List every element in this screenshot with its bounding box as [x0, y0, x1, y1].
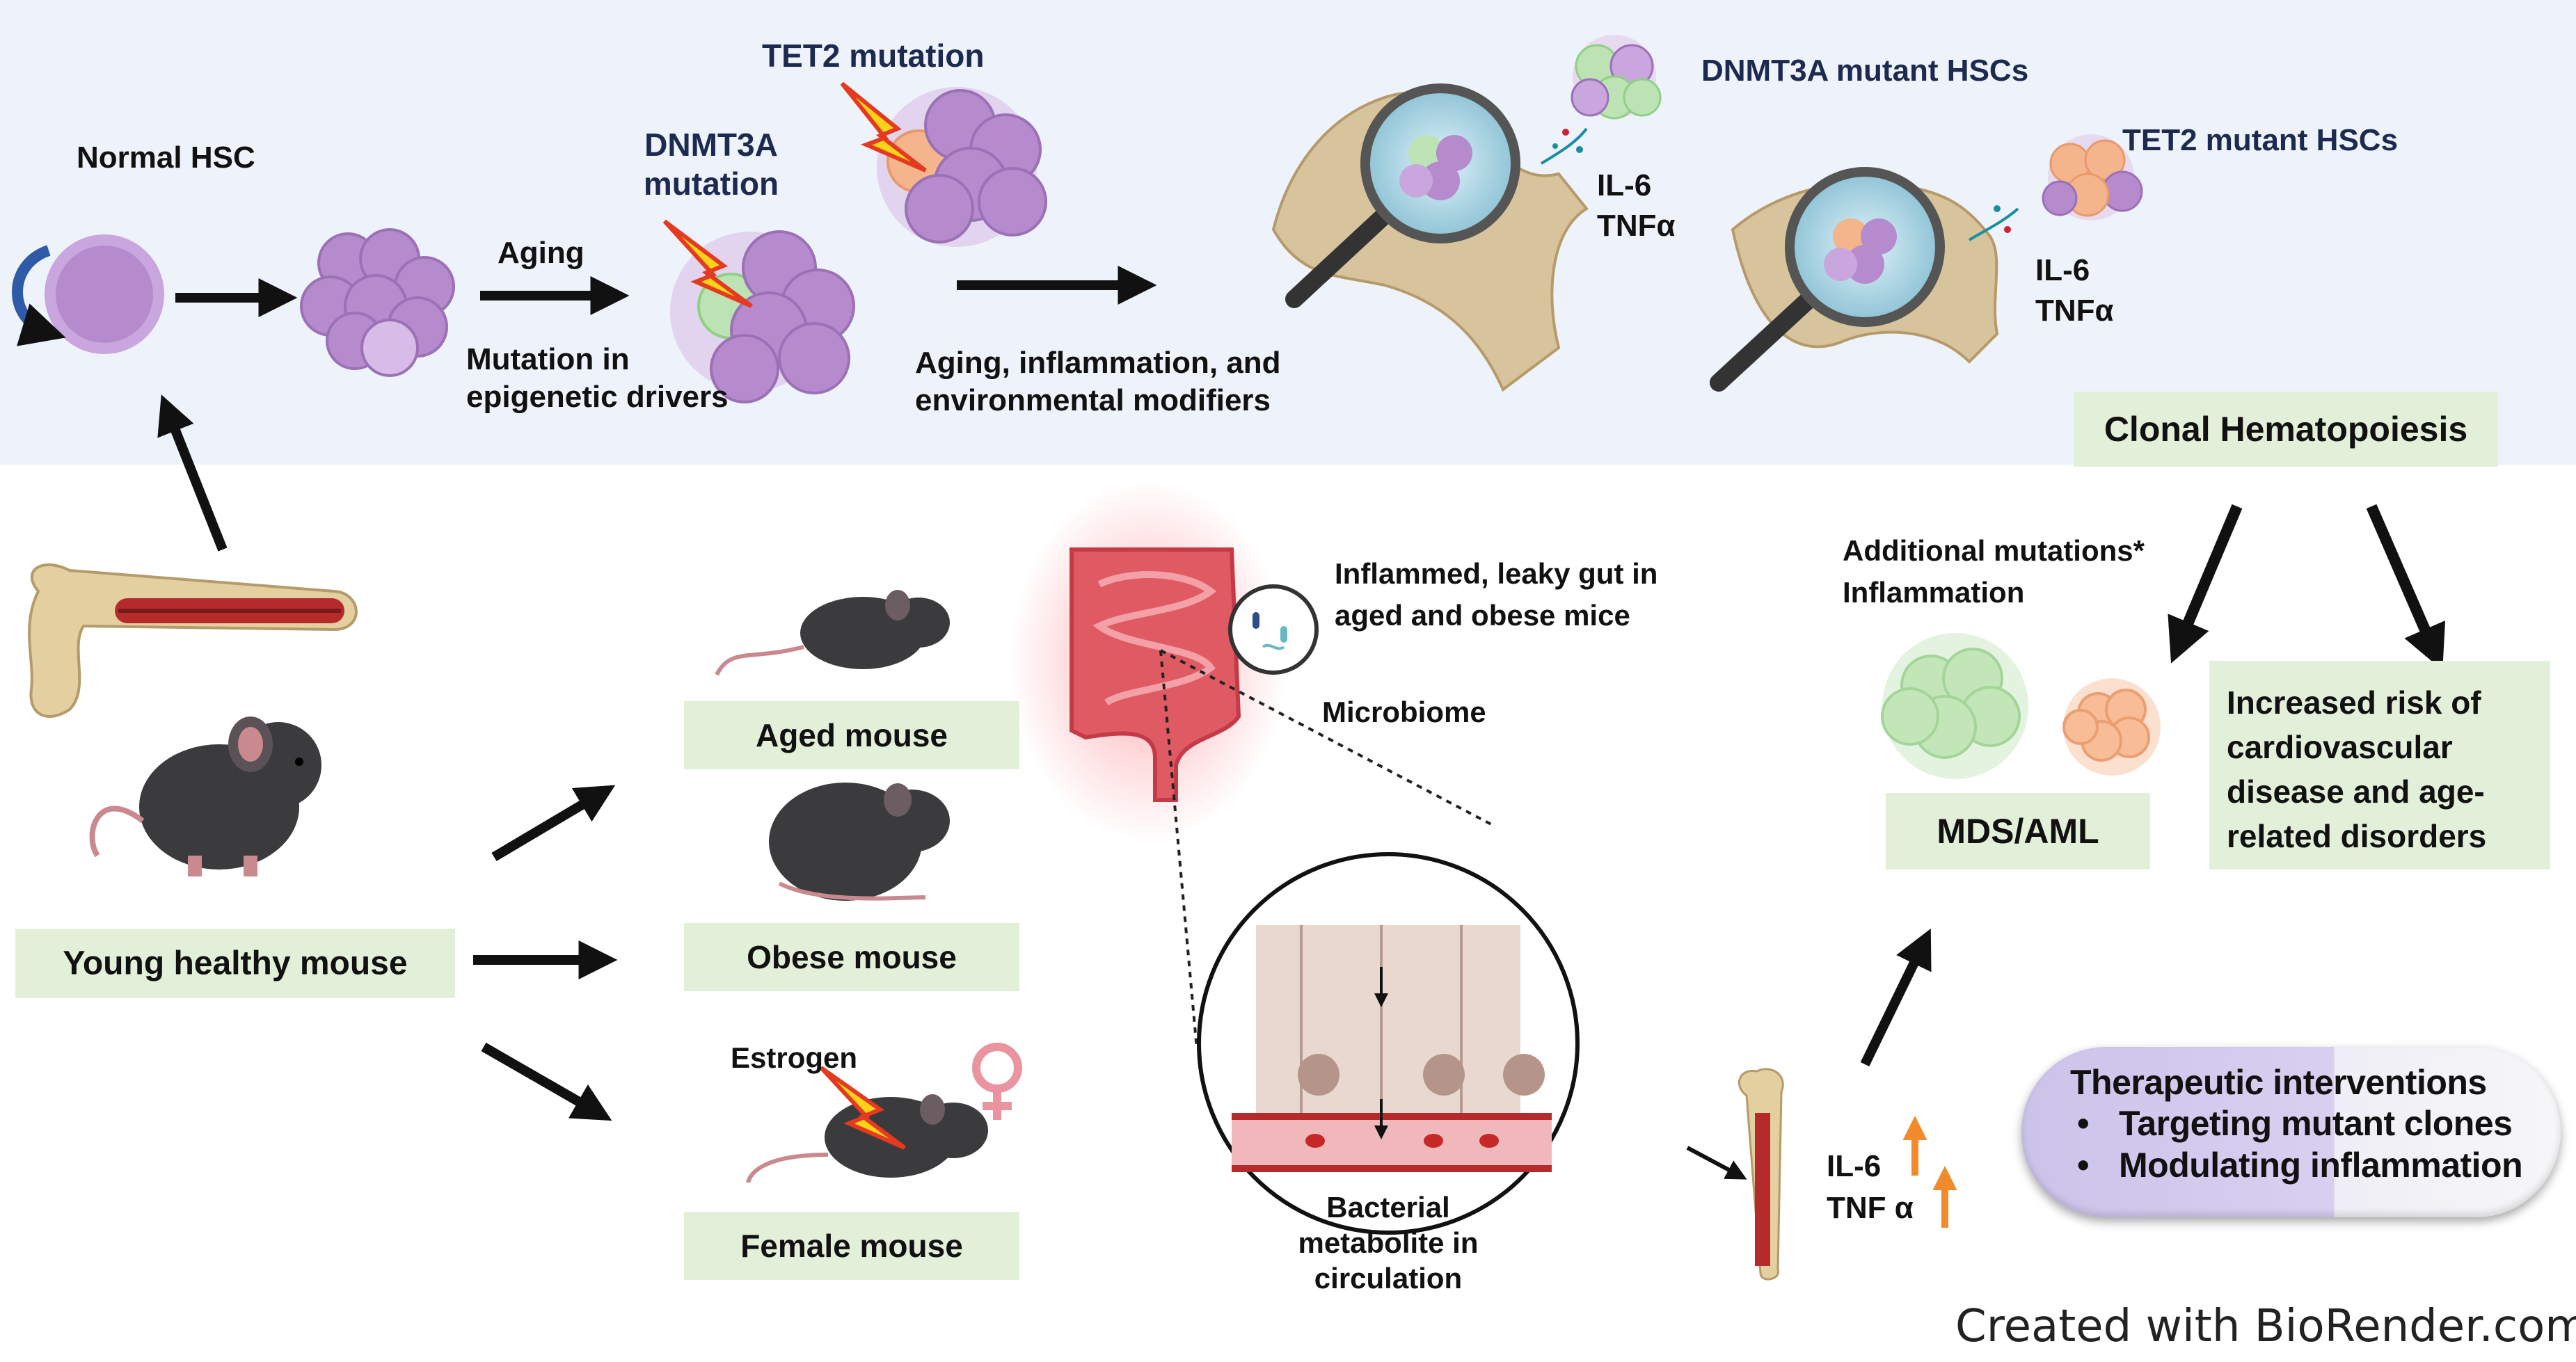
young-mouse-label: Young healthy mouse: [63, 945, 408, 982]
microbiome-label: Microbiome: [1322, 696, 1486, 728]
arrow-bone-to-hsc: [157, 394, 228, 552]
dnmt3a-mutation-label: DNMT3A mutation: [643, 127, 779, 202]
arrow-to-risk: [2366, 504, 2446, 671]
normal-hsc-label: Normal HSC: [77, 141, 255, 175]
self-renewal-arrow-icon: [12, 245, 66, 346]
estrogen-label: Estrogen: [731, 1041, 858, 1074]
dnmt3a-mutant-hscs-label: DNMT3A mutant HSCs: [1701, 54, 2029, 88]
tet2-cluster: [877, 87, 1047, 247]
additional-mutations-label: Additional mutations*: [1843, 534, 2145, 567]
aging-label: Aging: [498, 236, 585, 270]
increased-risk-label: Increased risk of cardiovascular disease…: [2227, 684, 2487, 854]
small-bone-icon: [1738, 1068, 1784, 1281]
normal-hsc-cell: [12, 234, 164, 354]
bone-magnifier-dnmt3a: [1271, 83, 1589, 392]
tnfa-label-bottom: TNF α: [1827, 1191, 1914, 1225]
female-mouse-box: Female mouse: [684, 1212, 1019, 1280]
obese-mouse-label: Obese mouse: [747, 939, 957, 975]
dnmt3a-mutant-hsc-cluster: [1571, 35, 1662, 120]
il6-label-top: IL-6: [1597, 168, 1652, 202]
il6-label-bottom: IL-6: [1827, 1149, 1882, 1183]
arrow-to-mds: [2168, 504, 2243, 664]
young-mouse-box: Young healthy mouse: [15, 929, 455, 998]
lightning-bolt-icon: [662, 219, 753, 308]
therapeutic-title: Therapeutic interventions: [2070, 1063, 2487, 1102]
therapeutic-item: Targeting mutant clones: [2077, 1103, 2522, 1144]
clonal-hematopoiesis-label: Clonal Hematopoiesis: [2104, 410, 2468, 449]
arrow-gut-to-bone: [1686, 1146, 1747, 1180]
mutation-epigenetic-label: Mutation in epigenetic drivers: [466, 342, 729, 414]
gut-icon: [1009, 480, 1287, 842]
aged-mouse-label: Aged mouse: [755, 717, 948, 753]
bone-magnifier-tet2: [1710, 167, 1999, 392]
young-mouse-icon: [89, 716, 321, 876]
therapeutic-list: Targeting mutant clones Modulating infla…: [2077, 1103, 2523, 1186]
arrow-to-aged: [491, 785, 616, 862]
therapeutic-item: Modulating inflammation: [2077, 1144, 2523, 1186]
female-symbol-icon: [972, 1043, 1022, 1120]
clonal-hematopoiesis-box: Clonal Hematopoiesis: [2074, 392, 2498, 467]
bacterial-metabolite-label: Bacterial metabolite in circulation: [1298, 1191, 1479, 1295]
increased-risk-box: Increased risk of cardiovascular disease…: [2209, 661, 2550, 870]
orange-clone-cluster: [2062, 678, 2161, 776]
femur-bone: [28, 563, 358, 718]
tet2-mutant-hsc-cluster: [2042, 134, 2143, 221]
aged-mouse-box: Aged mouse: [684, 701, 1019, 769]
inflamed-gut-label: Inflammed, leaky gut in aged and obese m…: [1335, 557, 1658, 632]
il6-label-mid: IL-6: [2035, 253, 2090, 287]
mds-aml-box: MDS/AML: [1886, 793, 2150, 870]
tnfa-label-mid: TNFα: [2035, 294, 2114, 328]
lightning-bolt-icon: [819, 1066, 906, 1150]
aged-mouse-icon: [715, 590, 950, 676]
inflammation-label: Inflammation: [1843, 576, 2025, 609]
aging-inflammation-label: Aging, inflammation, and environmental m…: [915, 346, 1281, 417]
arrow-to-female: [481, 1042, 612, 1121]
tet2-mutant-hscs-label: TET2 mutant HSCs: [2122, 123, 2399, 157]
obese-mouse-box: Obese mouse: [684, 923, 1019, 991]
female-mouse-label: Female mouse: [740, 1228, 963, 1264]
normal-hsc-cluster: [300, 228, 455, 377]
obese-mouse-icon: [769, 783, 950, 901]
lightning-bolt-icon: [840, 81, 927, 173]
tnfa-label-top: TNFα: [1597, 209, 1676, 243]
green-clone-cluster: [1881, 633, 2028, 779]
tet2-mutation-label: TET2 mutation: [762, 38, 985, 74]
microbiome-icon: [1228, 584, 1319, 675]
mds-aml-label: MDS/AML: [1937, 812, 2099, 851]
epithelium-zoom: [1197, 852, 1580, 1235]
therapeutic-interventions-panel: Therapeutic interventions Targeting muta…: [2021, 1047, 2561, 1217]
arrow-bone-to-mds: [1860, 928, 1932, 1067]
biorender-credit: Created with BioRender.com: [1955, 1301, 2576, 1352]
